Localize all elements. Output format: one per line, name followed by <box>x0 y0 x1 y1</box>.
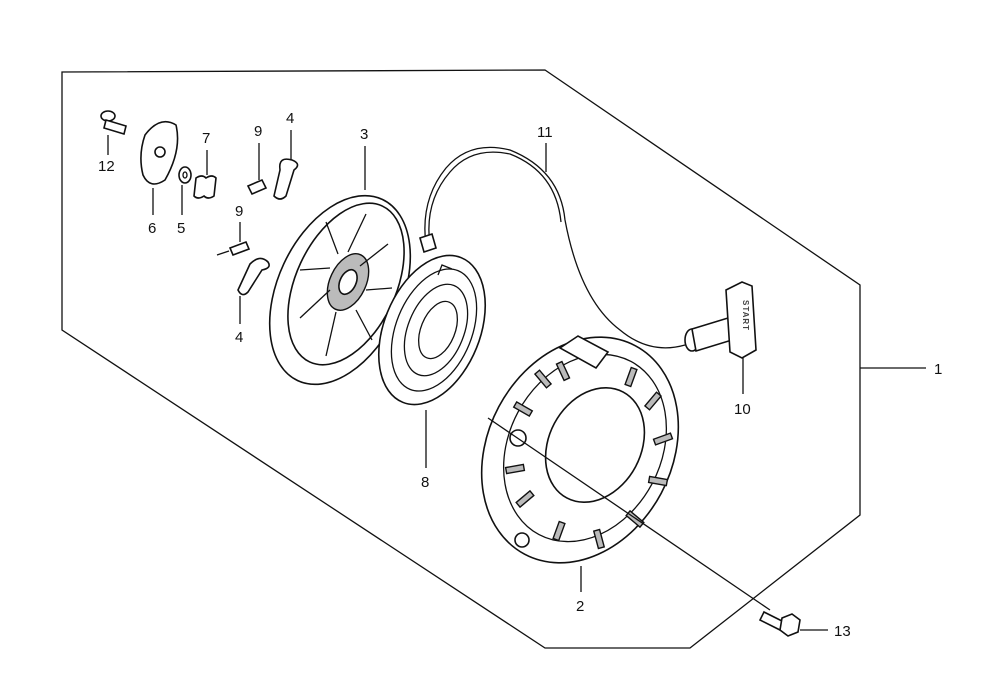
part-11-rope <box>419 143 686 349</box>
callout-7: 7 <box>202 130 210 147</box>
assembly-boundary <box>61 69 861 649</box>
callout-5: 5 <box>177 220 185 237</box>
callout-11: 11 <box>537 124 553 141</box>
callout-13: 13 <box>834 623 851 640</box>
part-6-ratchet <box>140 120 179 215</box>
part-7-spring <box>193 150 217 199</box>
part-5-washer <box>178 166 192 215</box>
callout-6: 6 <box>148 220 156 237</box>
handle-start-text: START <box>741 300 750 331</box>
callout-3: 3 <box>360 126 368 143</box>
part-4-pawl-upper <box>273 130 299 200</box>
part-9-spring-upper <box>246 143 268 196</box>
callout-4-upper: 4 <box>286 110 294 127</box>
callout-10: 10 <box>734 401 751 418</box>
callout-9-upper: 9 <box>254 123 262 140</box>
callout-8: 8 <box>421 474 429 491</box>
part-8-mainspring <box>377 254 487 468</box>
callout-12: 12 <box>98 158 115 175</box>
part-9-spring-lower <box>216 222 251 257</box>
callout-2: 2 <box>576 598 584 615</box>
callout-4-lower: 4 <box>235 329 243 346</box>
part-4-pawl-lower <box>237 257 270 324</box>
part-12-bolt <box>100 110 127 155</box>
callout-1: 1 <box>934 361 942 378</box>
part-13-flange-bolt <box>487 417 828 637</box>
part-10-handle: START <box>684 281 757 394</box>
callout-9-lower: 9 <box>235 203 243 220</box>
